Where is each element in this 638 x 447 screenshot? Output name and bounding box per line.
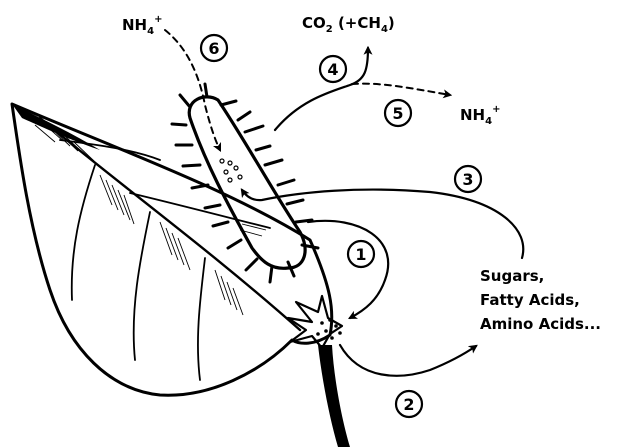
svg-text:3: 3 (462, 170, 473, 189)
label-exudates-line2: Fatty Acids, (480, 291, 580, 309)
arrow-co2-release (275, 48, 368, 130)
svg-text:4: 4 (327, 60, 338, 79)
label-ammonium-release: NH4+ (460, 104, 500, 127)
svg-text:5: 5 (392, 104, 403, 123)
step-marker-3: 3 (455, 166, 481, 192)
step-marker-2: 2 (396, 391, 422, 417)
step-marker-4: 4 (320, 56, 346, 82)
label-ammonium-uptake: NH4+ (122, 14, 162, 37)
leaf-outline (12, 104, 332, 395)
leaf-petiole (318, 345, 350, 447)
step-marker-6: 6 (201, 35, 227, 61)
bacterium-internal-dots (220, 159, 242, 182)
bacterium (172, 84, 318, 282)
svg-text:6: 6 (208, 39, 219, 58)
svg-text:2: 2 (403, 395, 414, 414)
leaf-vein (198, 258, 205, 380)
step-marker-5: 5 (385, 100, 411, 126)
leaf-illustration (12, 104, 350, 447)
leaf-vein (72, 165, 95, 300)
leaf-vein (134, 212, 150, 360)
bacterium-pili (172, 84, 318, 282)
label-exudates-line3: Amino Acids... (480, 315, 601, 333)
leaf-wound (288, 296, 342, 348)
label-exudates-line1: Sugars, (480, 267, 544, 285)
arrow-ammonium-release (352, 84, 450, 95)
svg-text:1: 1 (355, 245, 366, 264)
label-co2: CO2 (+CH4) (302, 14, 395, 35)
arrow-exudate-export (340, 345, 476, 376)
step-marker-1: 1 (348, 241, 374, 267)
